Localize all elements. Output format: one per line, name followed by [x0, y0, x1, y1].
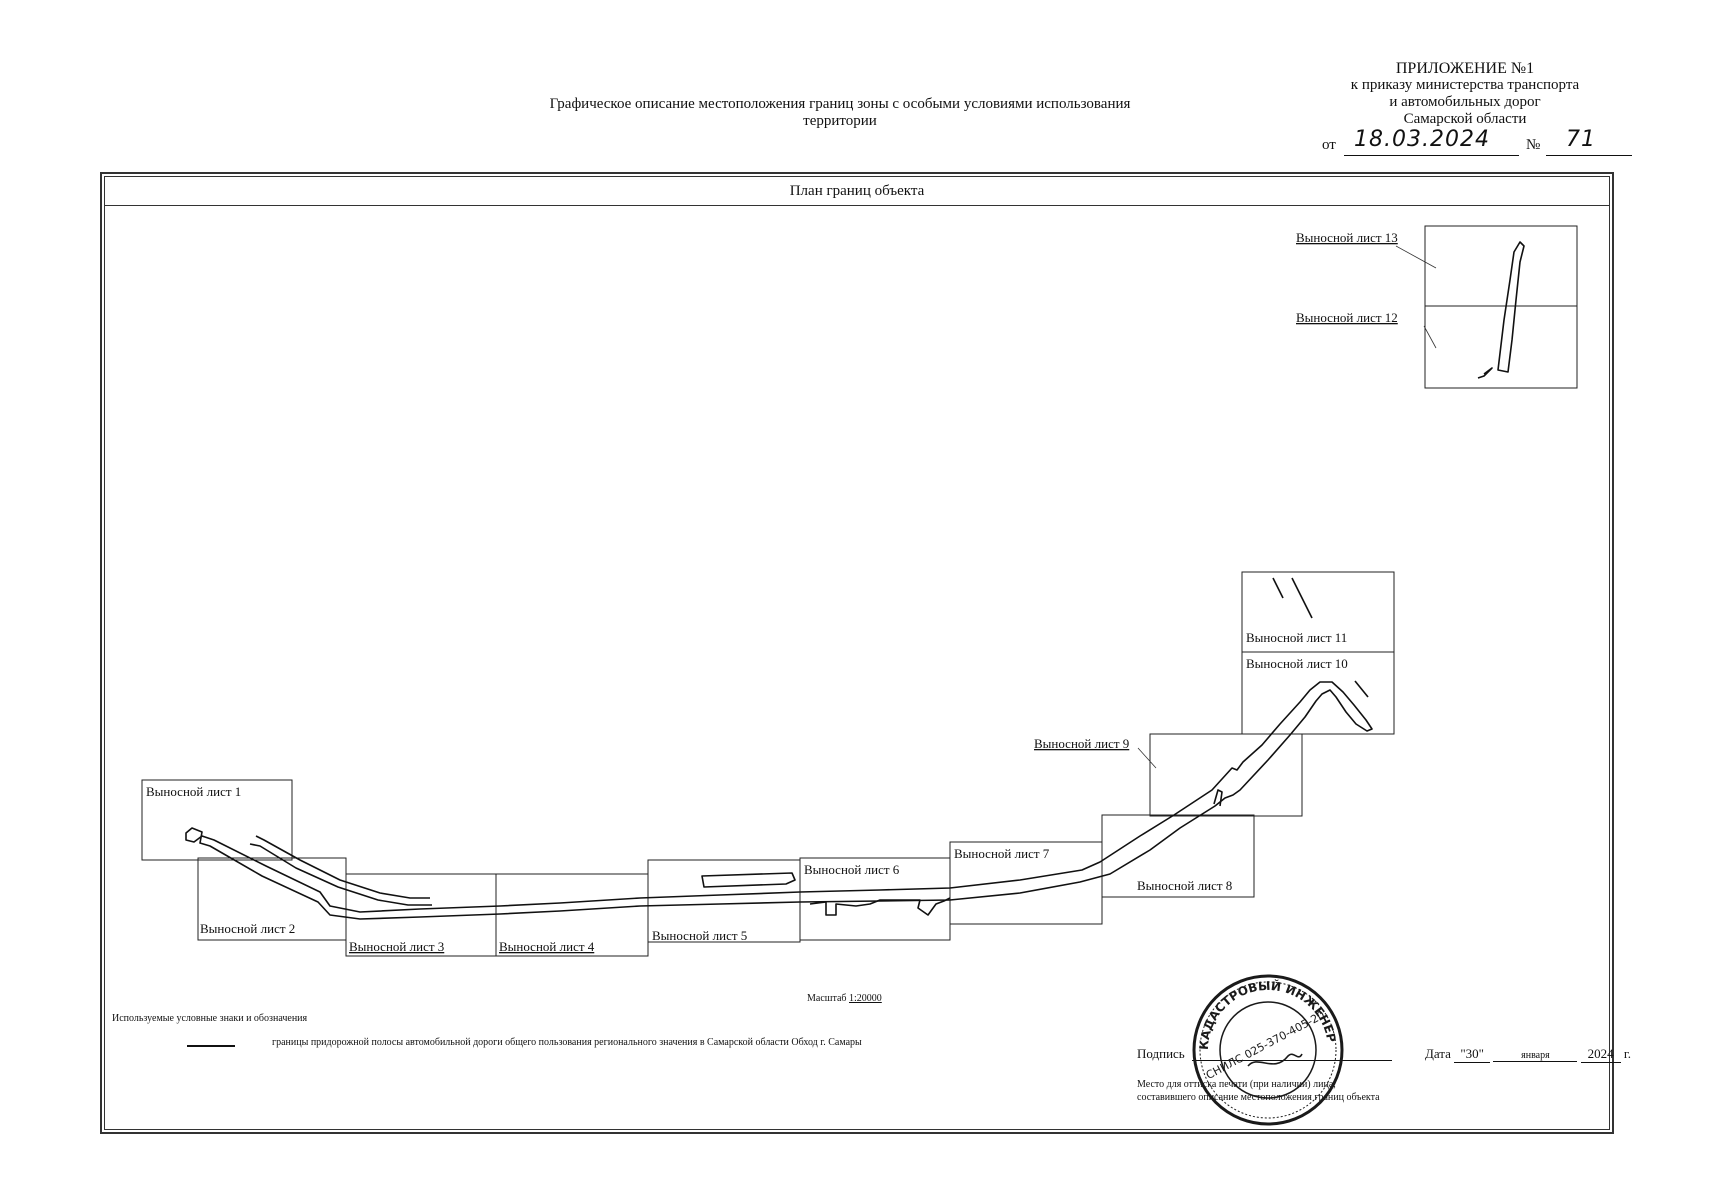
appendix-heading: ПРИЛОЖЕНИЕ №1	[1395, 60, 1535, 77]
sheet-frame-8	[1101, 814, 1255, 898]
leader-line-13	[1395, 245, 1437, 269]
road-boundary-sheet11-b	[1291, 577, 1313, 619]
seal-outer-ring	[1192, 974, 1344, 1126]
sheet-labels: Выносной лист 1 Выносной лист 2 Выносной…	[146, 230, 1398, 954]
sheet-frame-1	[141, 779, 293, 861]
order-date-number: от 18.03.2024 № 71	[1322, 127, 1632, 156]
document-title-line1: Графическое описание местоположения гран…	[549, 96, 1131, 112]
appendix-block: ПРИЛОЖЕНИЕ №1 к приказу министерства тра…	[1290, 60, 1640, 128]
road-boundary-branch-6	[809, 897, 951, 916]
appendix-line2: и автомобильных дорог	[1389, 94, 1541, 110]
leader-line-12	[1423, 325, 1437, 349]
sheet-frame-11	[1241, 571, 1395, 653]
road-boundary-branch-9	[1213, 789, 1223, 807]
road-boundary-branch-10	[1354, 680, 1369, 698]
road-boundary-branch-5	[701, 872, 796, 888]
order-date-underline	[1344, 155, 1519, 156]
legend-title: Используемые условные знаки и обозначени…	[112, 1013, 308, 1024]
order-date-handwritten: 18.03.2024	[1354, 127, 1490, 152]
appendix-line3: Самарской области	[1403, 111, 1527, 127]
sheet-frame-13	[1424, 225, 1578, 307]
scale-note: Масштаб 1:20000	[807, 993, 882, 1004]
sheet-label-7: Выносной лист 7	[954, 846, 1050, 861]
date-day: "30"	[1454, 1046, 1491, 1063]
sheet-label-10: Выносной лист 10	[1246, 656, 1348, 671]
road-boundary-sheet11-a	[1272, 577, 1284, 599]
appendix-line1: к приказу министерства транспорта	[1350, 77, 1580, 93]
road-boundary-branch-1	[255, 835, 430, 899]
road-boundary-branch-1b	[249, 843, 432, 906]
plan-title: План границ объекта	[104, 176, 1610, 206]
sheet-label-4: Выносной лист 4	[499, 939, 595, 954]
legend-line-sample	[187, 1045, 235, 1047]
sheet-label-13: Выносной лист 13	[1296, 230, 1398, 245]
road-boundary-lines	[185, 241, 1525, 920]
plan-frame-inner	[104, 176, 1610, 1130]
order-date-prefix: от	[1322, 137, 1336, 153]
scale-label: Масштаб	[807, 993, 847, 1004]
sheet-label-9: Выносной лист 9	[1034, 736, 1129, 751]
date-year-suffix: г.	[1623, 1046, 1632, 1061]
sheet-label-6: Выносной лист 6	[804, 862, 900, 877]
sheet-label-1: Выносной лист 1	[146, 784, 241, 799]
sheet-label-5: Выносной лист 5	[652, 928, 747, 943]
document-title: Графическое описание местоположения гран…	[480, 96, 1200, 130]
sheet-frames	[141, 225, 1578, 957]
signature-label: Подпись	[1137, 1046, 1185, 1061]
sheet-label-12: Выносной лист 12	[1296, 310, 1398, 325]
legend-item-text: границы придорожной полосы автомобильной…	[272, 1037, 862, 1048]
document-title-line2: территории	[803, 113, 877, 129]
seal-snils-text: СНИЛС 025-370-405-20	[1204, 1008, 1327, 1082]
sheet-frame-9	[1149, 733, 1303, 817]
seal-dotted-ring	[1199, 981, 1337, 1119]
road-boundary-sheet12-tail	[1477, 367, 1493, 379]
cadastral-engineer-seal: КАДАСТРОВЫЙ ИНЖЕНЕР СНИЛС 025-370-405-20	[1192, 974, 1344, 1126]
stamp-note-line1: Место для оттиска печати (при наличии) л…	[1137, 1079, 1336, 1090]
date-month: января	[1493, 1050, 1578, 1062]
order-number-underline	[1546, 155, 1632, 156]
sheet-label-2: Выносной лист 2	[200, 921, 295, 936]
plan-frame-outer	[100, 172, 1614, 1134]
sheet-label-3: Выносной лист 3	[349, 939, 444, 954]
scale-value: 1:20000	[849, 993, 882, 1004]
road-boundary-sheet12-13	[1497, 241, 1525, 373]
sheet-label-8: Выносной лист 8	[1137, 878, 1232, 893]
date-label: Дата	[1425, 1046, 1451, 1061]
signature-line	[1192, 1060, 1392, 1061]
leader-line-9	[1137, 747, 1157, 769]
seal-handwritten-signature	[1247, 1053, 1303, 1067]
sheet-leader-lines	[1137, 245, 1437, 769]
signature-date: Дата "30" января 2024 г.	[1425, 1046, 1631, 1063]
order-number-handwritten: 71	[1566, 127, 1596, 152]
date-year: 2024	[1580, 1046, 1621, 1063]
order-number-prefix: №	[1526, 137, 1541, 153]
sheet-label-11: Выносной лист 11	[1246, 630, 1347, 645]
road-boundary-main	[185, 681, 1373, 920]
seal-inner-ring	[1219, 1001, 1317, 1099]
